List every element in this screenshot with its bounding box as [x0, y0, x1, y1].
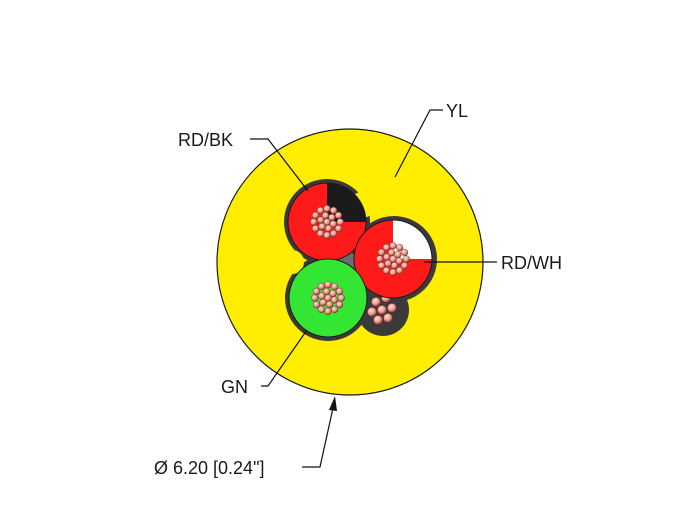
diameter-leader-line [302, 407, 334, 468]
diameter-arrowhead [329, 396, 337, 411]
copper-strand [323, 231, 331, 239]
conductor-rd-wh [353, 219, 433, 299]
copper-strand [318, 292, 326, 300]
copper-strand [310, 218, 318, 226]
copper-strand [376, 255, 384, 263]
copper-strand [389, 268, 397, 276]
copper-strand [384, 259, 392, 268]
copper-strand [312, 301, 321, 309]
copper-strand [334, 211, 343, 220]
copper-strand [316, 229, 325, 238]
copper-strand [335, 287, 344, 296]
copper-strand [328, 213, 336, 222]
copper-strand [311, 294, 319, 302]
copper-strand [396, 266, 404, 275]
conductor-gn [288, 258, 368, 338]
leader-line-rd-bk [250, 138, 309, 192]
copper-strand [317, 305, 326, 314]
filler-strand [387, 303, 397, 313]
strand-bundle-rd-wh [376, 242, 410, 276]
copper-strand [330, 229, 338, 238]
copper-strand [316, 206, 325, 215]
copper-strand [390, 261, 399, 270]
copper-strand [311, 225, 320, 233]
copper-strand [389, 242, 397, 250]
label-rd-wh: RD/WH [501, 253, 562, 273]
copper-strand [394, 250, 402, 259]
copper-strand [377, 262, 386, 270]
copper-strand [383, 253, 391, 261]
copper-strand [331, 282, 339, 291]
copper-strand [396, 243, 404, 252]
copper-strand [323, 205, 331, 213]
copper-strand [322, 287, 331, 296]
copper-strand [319, 298, 327, 307]
strand-bundle-gn [311, 281, 345, 315]
label-rd-bk: RD/BK [178, 130, 233, 150]
copper-strand [329, 289, 337, 298]
copper-strand [324, 224, 333, 233]
strand-bundle-rd-bk [310, 205, 344, 239]
leader-line-yl [394, 109, 443, 178]
copper-strand [400, 262, 409, 270]
copper-strand [317, 216, 325, 224]
label-diameter: Ø 6.20 [0.24"] [154, 458, 264, 478]
filler-strand [367, 307, 377, 317]
copper-strand [377, 248, 386, 257]
conductor-rd-bk [287, 182, 367, 262]
copper-strand [324, 307, 332, 315]
copper-strand [318, 222, 326, 231]
copper-strand [324, 281, 332, 289]
copper-strand [312, 287, 321, 296]
copper-strand [325, 300, 334, 309]
copper-strand [334, 225, 343, 233]
copper-strand [330, 206, 338, 215]
copper-strand [317, 282, 326, 291]
copper-strand [336, 218, 344, 226]
copper-strand [402, 255, 410, 263]
copper-strand [387, 248, 396, 257]
copper-strand [400, 248, 409, 257]
filler-strand [377, 305, 387, 315]
filler-strand [371, 297, 381, 307]
copper-strand [311, 211, 320, 220]
copper-strand [331, 305, 339, 314]
label-yl: YL [446, 101, 468, 121]
copper-strand [337, 294, 345, 302]
leader-line-gn [261, 329, 308, 387]
copper-strand [382, 266, 391, 275]
filler-strand [373, 315, 383, 325]
filler-strand [383, 313, 393, 323]
label-gn: GN [221, 377, 248, 397]
copper-strand [321, 211, 330, 220]
copper-strand [335, 301, 344, 309]
copper-strand [382, 243, 391, 252]
